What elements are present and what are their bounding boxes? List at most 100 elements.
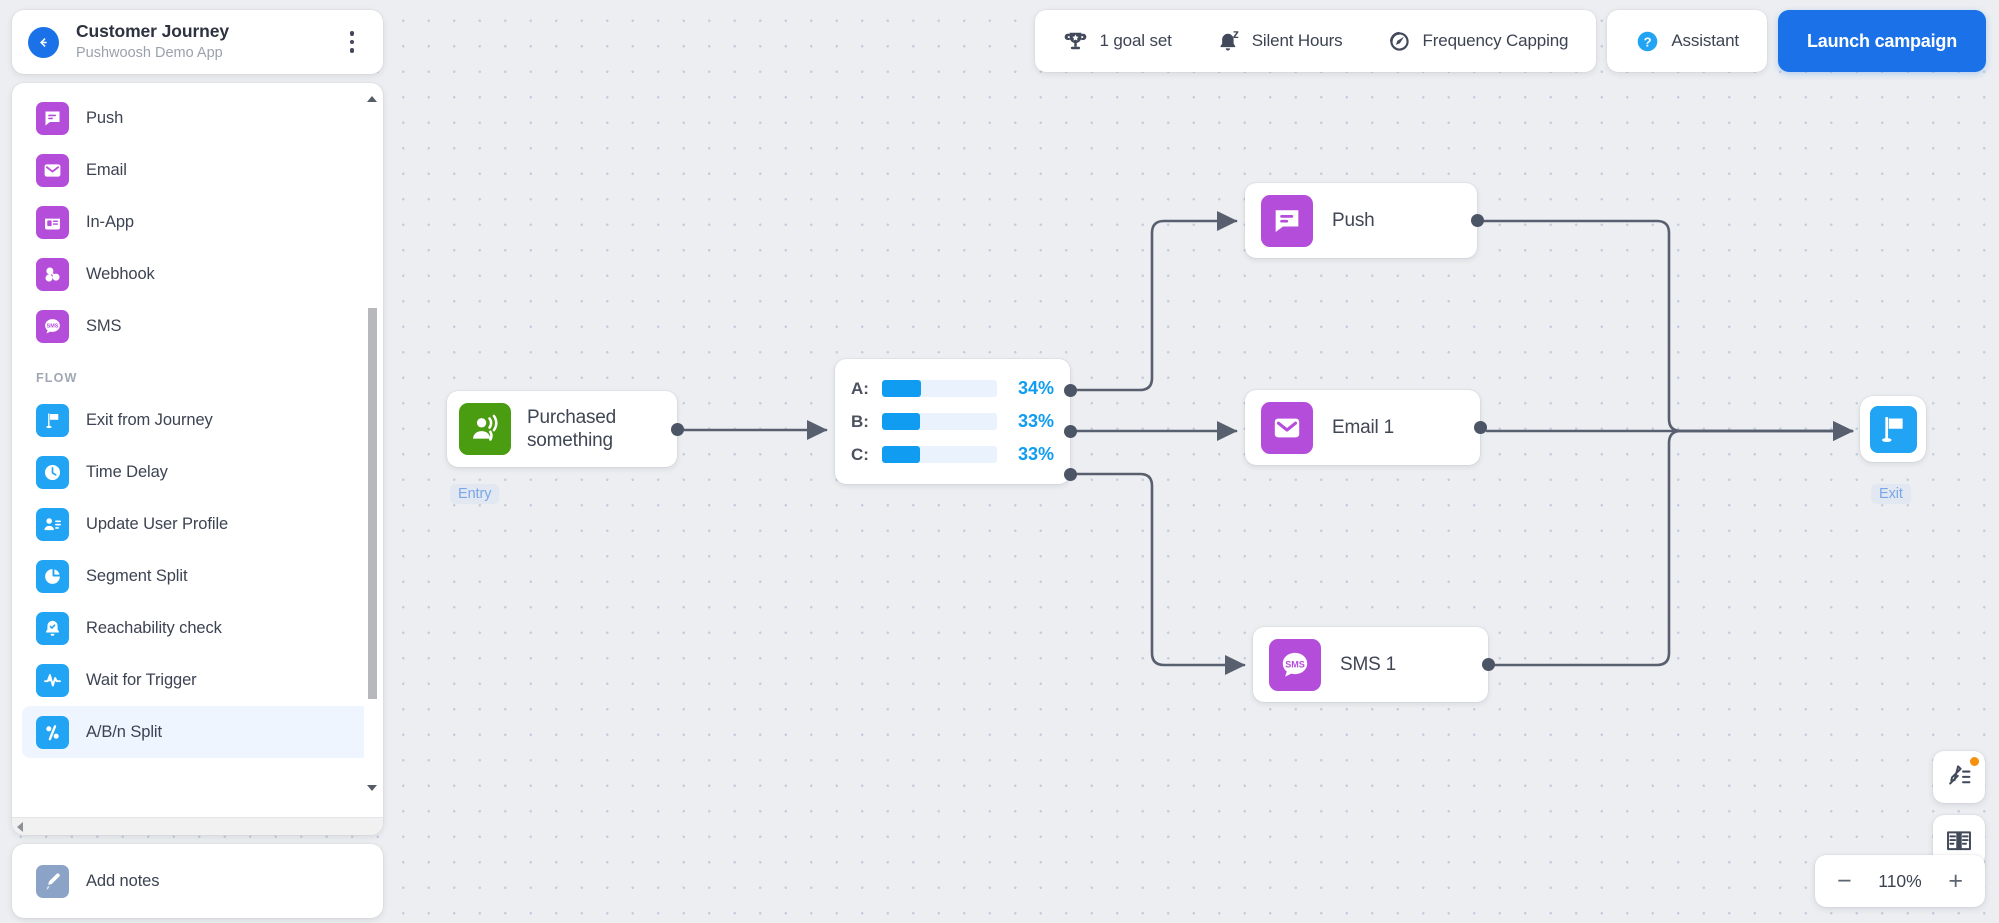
node-abn-split[interactable]: A: 34% B: 33% C: 33% <box>835 359 1077 484</box>
node-output-port[interactable] <box>1470 214 1484 227</box>
palette-item-abn-split[interactable]: A/B/n Split <box>22 706 373 758</box>
user-edit-icon <box>36 507 69 541</box>
canvas-side-tools <box>1933 751 1985 867</box>
palette-item-label: Update User Profile <box>86 514 229 533</box>
journey-header: Customer Journey Pushwoosh Demo App <box>12 10 383 74</box>
goal-set-button[interactable]: 1 goal set <box>1041 16 1193 66</box>
node-output-port[interactable] <box>1473 421 1487 434</box>
audience-icon <box>459 403 511 455</box>
scrollbar-thumb[interactable] <box>368 308 377 700</box>
split-branch-c: C: 33% <box>851 444 1054 465</box>
palette-horizontal-scrollbar[interactable] <box>12 817 383 835</box>
pulse-icon <box>36 663 69 697</box>
zoom-in-button[interactable]: + <box>1948 866 1963 895</box>
node-label: Push <box>1332 209 1375 231</box>
exit-caption: Exit <box>1871 484 1911 504</box>
book-icon <box>1947 831 1971 851</box>
top-toolbar: 1 goal set Silent Hours Frequency Cappin… <box>1035 10 1986 72</box>
email-icon <box>36 153 69 187</box>
notes-tool-button[interactable] <box>1933 751 1985 803</box>
scroll-down-arrow-icon[interactable] <box>364 780 379 795</box>
branch-key: B: <box>851 411 869 431</box>
scroll-up-arrow-icon[interactable] <box>364 91 379 106</box>
palette-item-label: Webhook <box>86 264 155 283</box>
split-port-b[interactable] <box>1063 424 1077 438</box>
zoom-control: − 110% + <box>1815 855 1985 907</box>
branch-percent: 33% <box>1017 444 1054 464</box>
split-branch-b: B: 33% <box>851 411 1054 432</box>
in-app-icon <box>36 205 69 239</box>
scrollbar-track[interactable] <box>366 106 378 780</box>
split-port-a[interactable] <box>1063 383 1077 397</box>
flow-section-title: FLOW <box>36 371 78 385</box>
palette-vertical-scrollbar[interactable] <box>364 91 379 795</box>
palette-item-segment-split[interactable]: Segment Split <box>22 550 373 602</box>
page-title: Customer Journey <box>76 21 230 42</box>
node-purchased-something[interactable]: Purchased something <box>447 391 684 467</box>
frequency-capping-button[interactable]: Frequency Capping <box>1365 16 1591 66</box>
palette-item-label: Email <box>86 160 127 179</box>
notes-indicator-dot <box>1970 757 1979 766</box>
branch-key: C: <box>851 444 869 464</box>
svg-text:SMS: SMS <box>47 323 59 329</box>
palette-item-label: In-App <box>86 212 135 231</box>
node-output-port[interactable] <box>1481 658 1495 671</box>
scroll-left-arrow-icon[interactable] <box>12 818 28 835</box>
silent-hours-button[interactable]: Silent Hours <box>1194 16 1365 66</box>
wire-push-to-exit <box>1482 219 1854 442</box>
node-output-port[interactable] <box>670 422 684 436</box>
palette-item-label: Exit from Journey <box>86 410 213 429</box>
blocks-scroll-area[interactable]: Push Email In-App Webhook SMS SMS FLOW <box>12 83 383 817</box>
node-sms-1[interactable]: SMS SMS 1 <box>1253 627 1495 702</box>
exit-flag-icon <box>36 403 69 437</box>
svg-text:?: ? <box>1644 34 1652 49</box>
silent-hours-label: Silent Hours <box>1251 31 1343 50</box>
palette-item-in-app[interactable]: In-App <box>22 196 373 248</box>
palette-item-label: Push <box>86 108 124 127</box>
kebab-menu-icon[interactable] <box>339 27 365 57</box>
palette-item-label: Wait for Trigger <box>86 670 197 689</box>
journey-titles: Customer Journey Pushwoosh Demo App <box>76 21 339 63</box>
branch-bar <box>882 413 997 430</box>
webhook-icon <box>36 257 69 291</box>
assistant-button[interactable]: ? Assistant <box>1613 16 1761 66</box>
palette-item-label: SMS <box>86 316 122 335</box>
node-email-1[interactable]: Email 1 <box>1245 390 1487 465</box>
palette-item-sms[interactable]: SMS SMS <box>22 300 373 352</box>
palette-item-time-delay[interactable]: Time Delay <box>22 446 373 498</box>
percent-icon <box>36 715 69 749</box>
wire-sms-to-exit <box>1493 420 1854 667</box>
branch-percent: 33% <box>1017 411 1054 431</box>
frequency-capping-label: Frequency Capping <box>1422 31 1569 50</box>
palette-item-push[interactable]: Push <box>22 92 373 144</box>
palette-item-webhook[interactable]: Webhook <box>22 248 373 300</box>
help-question-icon: ? <box>1638 31 1658 51</box>
palette-item-label: Reachability check <box>86 618 222 637</box>
palette-item-exit-from-journey[interactable]: Exit from Journey <box>22 394 373 446</box>
launch-campaign-button[interactable]: Launch campaign <box>1777 10 1986 72</box>
zoom-out-button[interactable]: − <box>1837 866 1852 895</box>
palette-item-wait-for-trigger[interactable]: Wait for Trigger <box>22 654 373 706</box>
push-icon <box>1261 194 1313 247</box>
palette-item-reachability-check[interactable]: Reachability check <box>22 602 373 654</box>
palette-item-label: Segment Split <box>86 566 188 585</box>
add-notes-card[interactable]: Add notes <box>12 844 383 918</box>
branch-percent: 34% <box>1017 378 1054 398</box>
palette-item-add-notes[interactable]: Add notes <box>22 855 173 907</box>
branch-bar <box>882 446 997 463</box>
node-exit[interactable] <box>1860 396 1926 462</box>
assistant-label: Assistant <box>1671 31 1739 50</box>
pen-list-icon <box>1949 765 1971 785</box>
node-push[interactable]: Push <box>1245 183 1484 258</box>
split-port-c[interactable] <box>1063 467 1077 481</box>
node-label: Purchased something <box>527 406 617 451</box>
trophy-icon <box>1065 32 1087 49</box>
sms-icon: SMS <box>36 309 69 343</box>
entry-caption: Entry <box>450 484 500 504</box>
palette-item-label: Add notes <box>86 871 160 890</box>
back-arrow-icon[interactable] <box>28 26 59 58</box>
palette-item-update-user-profile[interactable]: Update User Profile <box>22 498 373 550</box>
palette-item-email[interactable]: Email <box>22 144 373 196</box>
push-icon <box>36 101 69 135</box>
